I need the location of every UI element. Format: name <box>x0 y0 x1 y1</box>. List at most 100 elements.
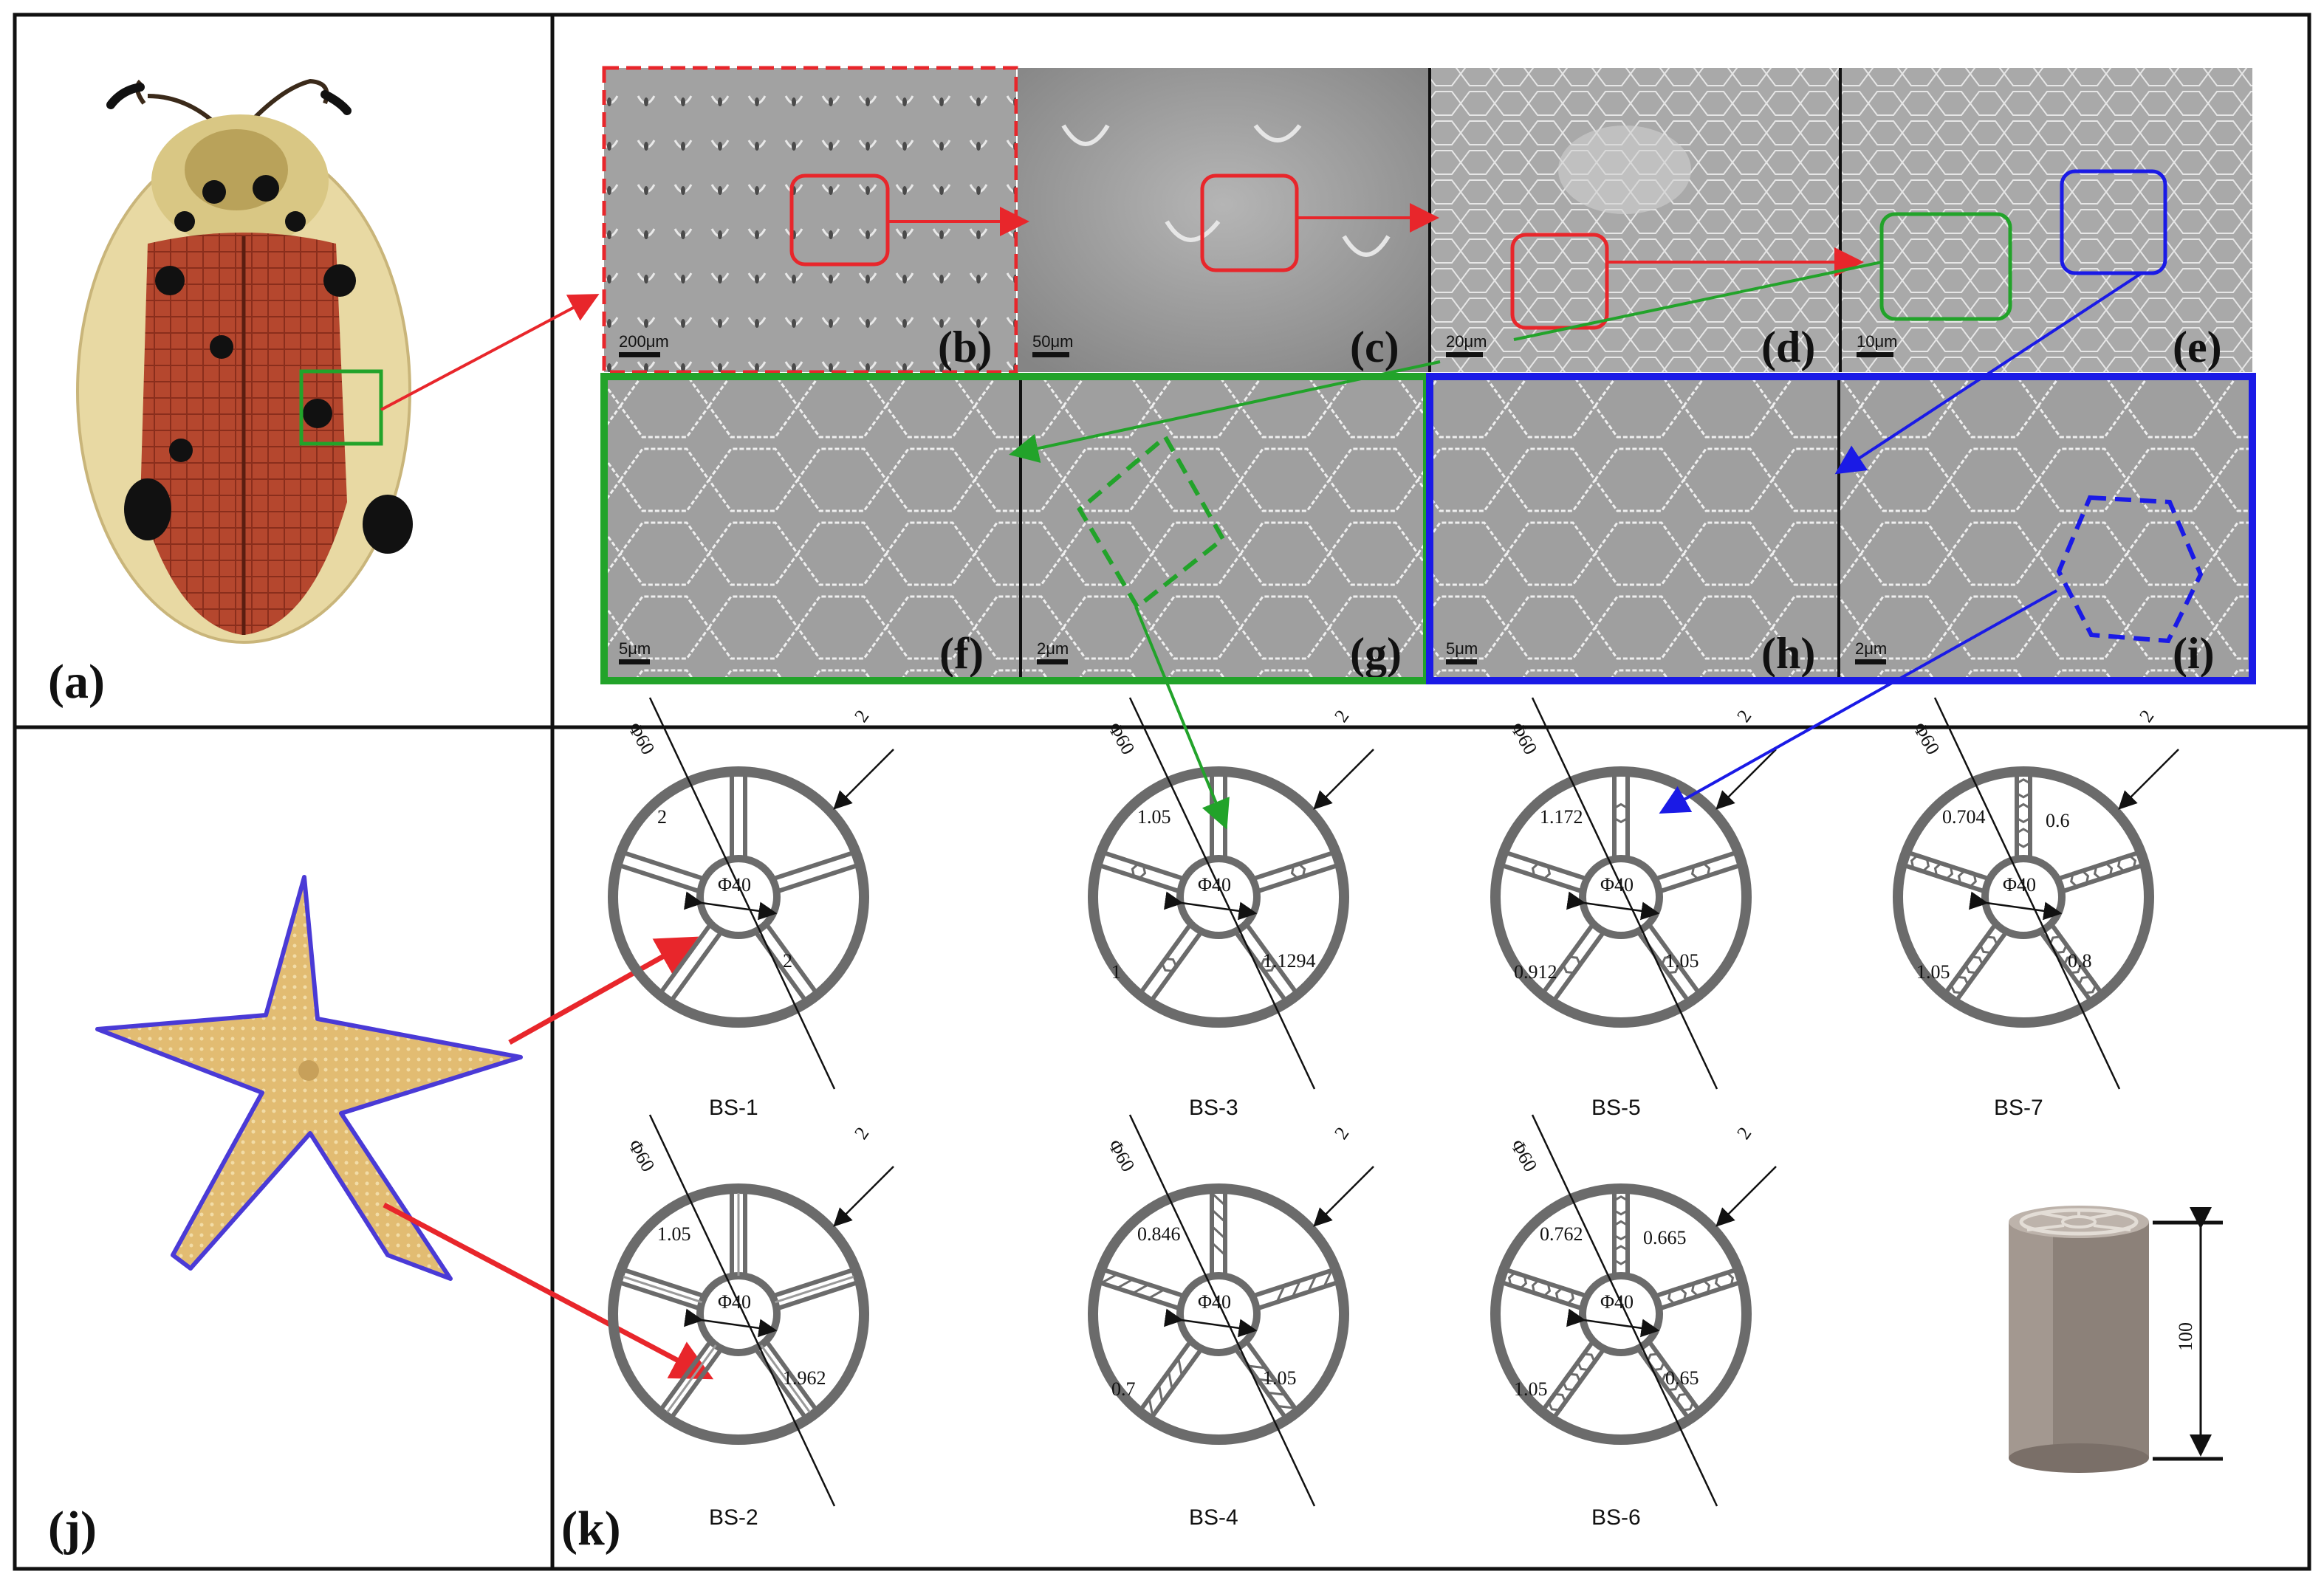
wall-thickness-label: 2 <box>1330 1123 1353 1143</box>
outer-diameter-label: Φ60 <box>624 1136 659 1175</box>
beetle-region-box <box>299 369 383 446</box>
hex-cell <box>1910 853 1930 874</box>
hex-cell <box>1660 955 1681 975</box>
figure-frame <box>13 13 2311 1571</box>
inner-diameter-arrow <box>1566 891 1660 921</box>
dimension-label-dim-a: 0.762 <box>1540 1223 1583 1245</box>
hex-cell <box>2077 975 2098 994</box>
rib-center <box>774 1275 854 1304</box>
wall-thickness-label: 2 <box>1732 1123 1755 1143</box>
dimension-label-dim-a: 1.05 <box>657 1223 691 1245</box>
hex-cell <box>2093 861 2114 882</box>
sem-image-f: 5μm (f) <box>604 377 1019 679</box>
scale-label-d: 20μm <box>1446 332 1487 351</box>
panel-label-f: (f) <box>939 629 984 678</box>
rib-edge <box>772 851 853 882</box>
truss-member <box>1257 1378 1276 1383</box>
outer-ring <box>608 1183 869 1445</box>
panel-label-g: (g) <box>1350 629 1402 678</box>
outer-diameter-label: Φ60 <box>1507 719 1542 758</box>
hex-cell <box>1531 861 1552 882</box>
truss-member <box>1177 1358 1183 1376</box>
panel-label-b: (b) <box>938 323 992 371</box>
inner-ring <box>696 855 781 939</box>
rib-edge <box>753 1347 806 1418</box>
scale-label-c: 50μm <box>1032 332 1073 351</box>
dimension-label-dim-c: 1.05 <box>1514 1378 1548 1400</box>
truss-member <box>1247 1364 1266 1370</box>
hex-cell <box>1674 1392 1696 1412</box>
dimension-label-dim-d: 0.665 <box>1643 1227 1687 1248</box>
truss-member <box>1277 1404 1295 1409</box>
design-caption: BS-3 <box>1189 1096 1238 1120</box>
hex-cell <box>1714 1271 1735 1291</box>
rib-edge <box>620 864 701 894</box>
outer-ring <box>1490 1183 1752 1445</box>
inner-ring <box>1176 855 1261 939</box>
rib-edge <box>624 851 705 882</box>
dimension-label-dim-b: 1.1294 <box>1263 950 1316 972</box>
hex-cell <box>1576 1353 1597 1372</box>
dimension-label-dim-a: 1.05 <box>1137 806 1171 828</box>
inner-diameter-label: Φ40 <box>718 1291 751 1313</box>
hex-cell <box>1690 1278 1711 1299</box>
inner-diameter-arrow <box>1163 891 1258 921</box>
starfish-photo <box>95 875 523 1281</box>
dimension-label-dim-b: 1.05 <box>1263 1367 1297 1389</box>
cylinder-render: 100 <box>2009 1206 2223 1473</box>
sem-image-c: 50μm (c) <box>1018 68 1428 372</box>
outer-diameter-label: Φ60 <box>1909 719 1944 758</box>
truss-member <box>1210 1192 1227 1206</box>
hex-cell <box>2015 828 2032 848</box>
inner-diameter-arrow <box>1566 1308 1660 1338</box>
rib-edge <box>659 1340 713 1410</box>
dimension-label-dim-a: 1.172 <box>1540 806 1583 828</box>
zoom-box-d <box>1510 233 1609 330</box>
rib-edge <box>1104 851 1185 882</box>
wall-thickness-label: 2 <box>1330 706 1353 726</box>
scale-bar-h <box>1446 659 1477 664</box>
truss-member <box>1266 1391 1286 1396</box>
rib-edge <box>1151 930 1204 1000</box>
truss-member <box>1291 1279 1301 1298</box>
rib-edge <box>620 1281 701 1311</box>
scale-bar-e <box>1857 352 1893 357</box>
inner-diameter-label: Φ40 <box>1198 1291 1231 1313</box>
outer-ring <box>1088 1183 1349 1445</box>
scale-bar-g <box>1037 659 1068 664</box>
rib-edge <box>764 1340 817 1410</box>
design-caption: BS-4 <box>1189 1505 1238 1530</box>
dimension-label-dim-b: 0.65 <box>1665 1367 1699 1389</box>
panel-label-k: (k) <box>561 1502 621 1556</box>
design-caption: BS-2 <box>709 1505 758 1530</box>
rib-edge <box>671 930 724 1000</box>
hex-cell <box>1957 868 1977 889</box>
hex-cell <box>1964 955 1984 975</box>
outer-ring <box>1088 766 1349 1028</box>
hex-cell <box>2116 853 2137 874</box>
truss-member <box>1210 1209 1227 1223</box>
rib-edge <box>776 864 857 894</box>
design-caption: BS-1 <box>709 1096 758 1120</box>
design-caption: BS-7 <box>1994 1096 2043 1120</box>
wall-arrow <box>833 1166 894 1227</box>
hex-cell <box>1660 1372 1681 1392</box>
panel-label-d: (d) <box>1761 323 1815 371</box>
hex-cell <box>2070 868 2090 889</box>
panel-label-h: (h) <box>1761 629 1815 678</box>
rib-center <box>666 1344 717 1413</box>
hex-cell <box>1131 863 1147 879</box>
inner-ring <box>1176 1272 1261 1356</box>
hex-cell <box>1612 1195 1630 1216</box>
hex-cell <box>2015 778 2032 799</box>
dimension-label-dim-c: 1 <box>1111 961 1121 983</box>
inner-diameter-label: Φ40 <box>1600 1291 1634 1313</box>
scale-label-b: 200μm <box>619 332 669 351</box>
hex-cell <box>1949 975 1970 994</box>
hex-cell <box>1612 803 1630 824</box>
